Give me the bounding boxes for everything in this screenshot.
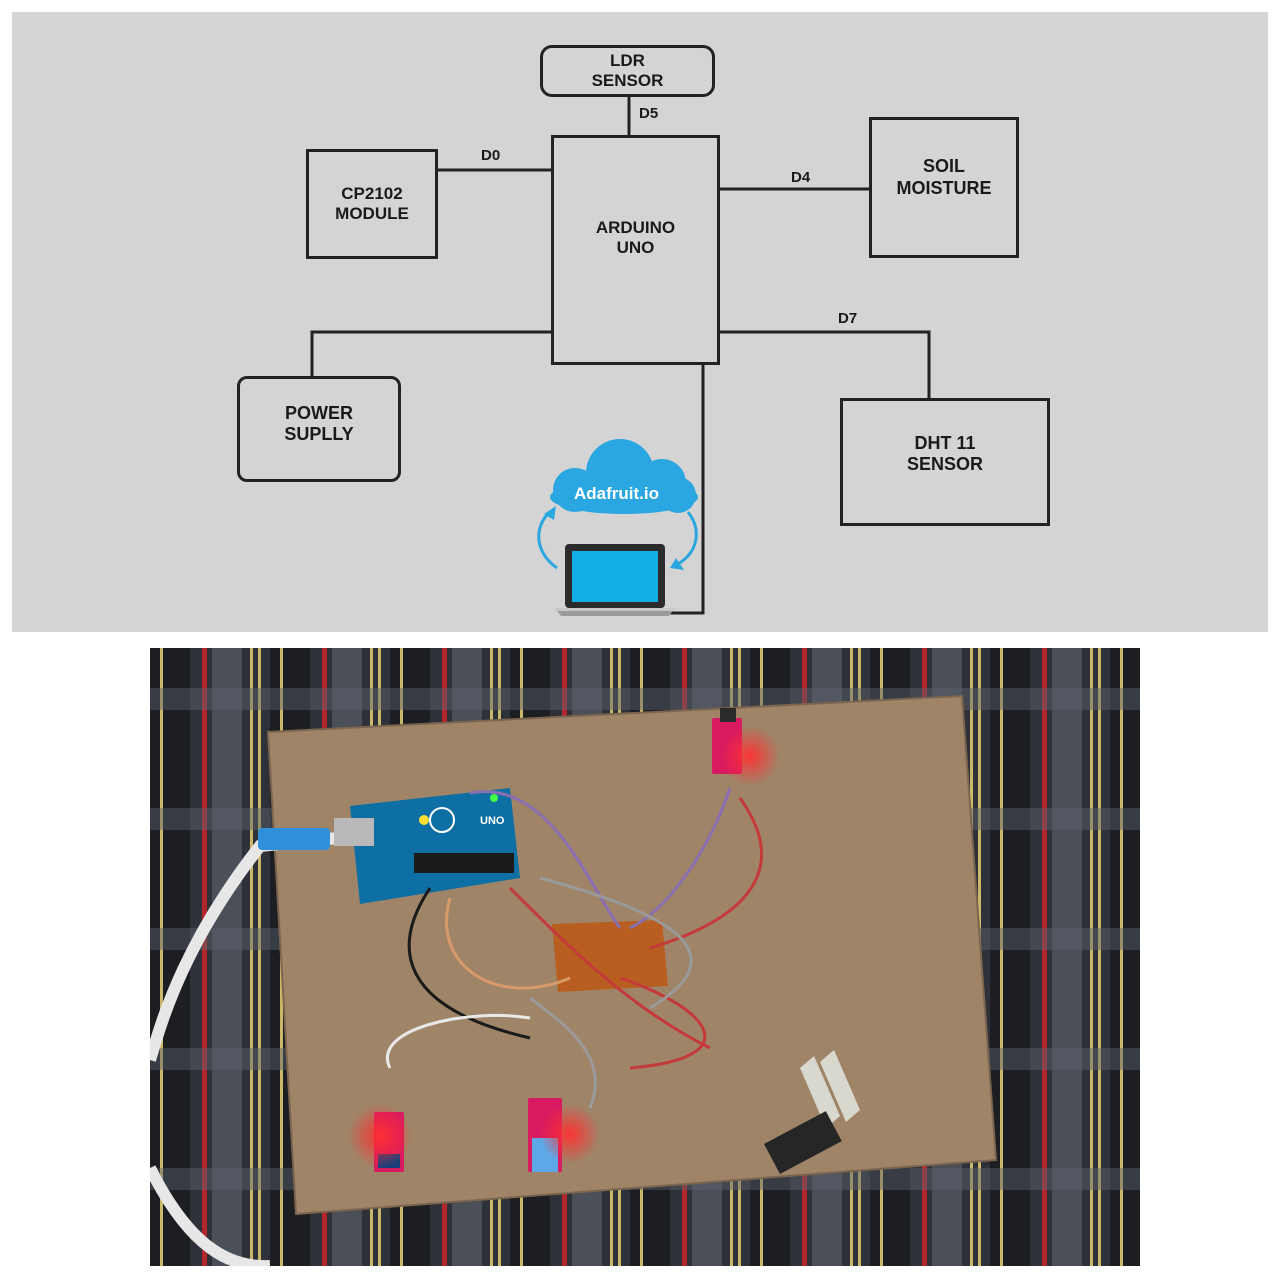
soil-probe <box>763 1050 860 1174</box>
cloud-icon <box>550 439 698 514</box>
dht-connector <box>718 330 931 399</box>
upload-arrow-icon <box>537 510 558 570</box>
pin-label-soil: D4 <box>791 169 811 186</box>
usb-plug <box>258 828 330 850</box>
pin-label-cp2102: D0 <box>481 147 501 164</box>
soil-moisture-module <box>348 1104 412 1172</box>
dht11-module <box>528 1098 600 1172</box>
uno-logo: UNO <box>480 815 505 827</box>
download-arrow-icon <box>677 511 698 566</box>
perfboard <box>552 920 668 992</box>
hardware-illustration: UNO <box>150 648 1140 1266</box>
power-supply-block: POWER SUPLLY <box>237 376 401 482</box>
jumper-wires <box>386 787 763 1109</box>
usb-cable <box>150 832 339 1062</box>
arduino-board: UNO <box>334 788 520 904</box>
ldr-sensor-block: LDR SENSOR <box>540 45 715 97</box>
diagram-connections <box>310 96 931 616</box>
ldr-module <box>712 708 780 786</box>
laptop-icon <box>555 544 675 616</box>
download-arrowhead-icon <box>670 558 684 570</box>
arduino-uno-block: ARDUINO UNO <box>551 135 720 365</box>
pin-label-dht: D7 <box>838 310 858 327</box>
block-diagram: LDR SENSOR CP2102 MODULE ARDUINO UNO SOI… <box>12 12 1268 632</box>
cloud-label: Adafruit.io <box>574 484 659 503</box>
laptop-connector <box>667 363 705 615</box>
upload-arrowhead-icon <box>544 506 556 520</box>
hardware-photo: UNO <box>150 648 1140 1266</box>
cp2102-module-block: CP2102 MODULE <box>306 149 438 259</box>
soil-moisture-block: SOIL MOISTURE <box>869 117 1019 258</box>
power-connector <box>310 330 553 378</box>
dht11-sensor-block: DHT 11 SENSOR <box>840 398 1050 526</box>
pin-label-ldr: D5 <box>639 105 659 122</box>
